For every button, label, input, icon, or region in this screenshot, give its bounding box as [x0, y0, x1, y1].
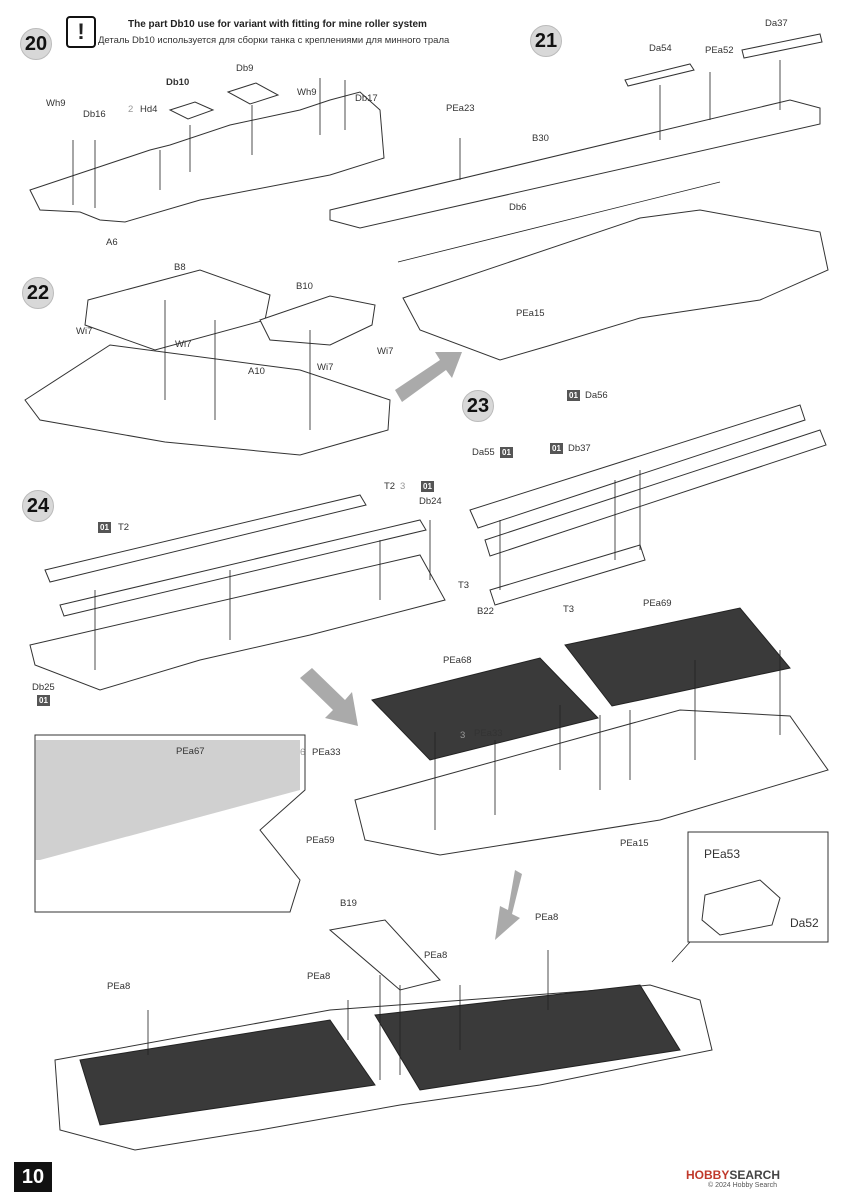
label-db25: Db25 — [32, 682, 55, 693]
tag-01-da55: 01 — [500, 447, 513, 458]
watermark-red: HOBBY — [686, 1168, 730, 1182]
label-pea68: PEa68 — [443, 655, 472, 666]
note-english: The part Db10 use for variant with fitti… — [128, 19, 427, 30]
watermark: HOBBYSEARCH — [686, 1168, 780, 1182]
label-da56: Da56 — [585, 390, 608, 401]
label-hd4: Hd4 — [140, 104, 158, 115]
step-number-24: 24 — [22, 490, 54, 522]
arrow-down-2 — [495, 870, 522, 940]
label-pea59: PEa59 — [306, 835, 335, 846]
copyright: © 2024 Hobby Search — [708, 1182, 777, 1189]
label-db24: Db24 — [419, 496, 442, 507]
label-da52: Da52 — [790, 916, 819, 930]
label-qty3: 3 — [460, 730, 466, 741]
tag-01-db25: 01 — [37, 695, 50, 706]
step23-parts — [469, 404, 827, 606]
mesh-pea69 — [564, 607, 791, 707]
label-wh9: Wh9 — [46, 98, 66, 109]
label-pea8-a: PEa8 — [535, 912, 559, 923]
label-wi7-d: Wi7 — [317, 362, 334, 373]
detail-inset — [34, 734, 306, 913]
label-pea52: PEa52 — [705, 45, 734, 56]
label-pea53: PEa53 — [704, 847, 741, 861]
label-da37: Da37 — [765, 18, 788, 29]
label-db37: Db37 — [568, 443, 591, 454]
label-pea67: PEa67 — [176, 746, 205, 757]
label-pea8-d: PEa8 — [107, 981, 131, 992]
tag-01-db37: 01 — [550, 443, 563, 454]
label-a6: A6 — [106, 237, 118, 248]
label-t3-a: T3 — [458, 580, 470, 591]
label-t2-qty: 3 — [400, 481, 406, 492]
label-db17: Db17 — [355, 93, 378, 104]
tag-01-da56: 01 — [567, 390, 580, 401]
label-t3-b: T3 — [563, 604, 575, 615]
label-b30: B30 — [532, 133, 549, 144]
label-wh9-b: Wh9 — [297, 87, 317, 98]
label-t2-top: T2 — [384, 481, 396, 492]
step21-parts — [329, 33, 829, 361]
label-b19: B19 — [340, 898, 357, 909]
tag-01-t2: 01 — [98, 522, 111, 533]
label-pea8-b: PEa8 — [424, 950, 448, 961]
label-wi7-b: Wi7 — [175, 339, 192, 350]
label-pea8-c: PEa8 — [307, 971, 331, 982]
label-da55: Da55 — [472, 447, 495, 458]
label-db9: Db9 — [236, 63, 254, 74]
label-pea15: PEa15 — [516, 308, 545, 319]
step24-parts — [29, 494, 446, 691]
label-db10: Db10 — [166, 77, 190, 88]
step20-plate — [29, 78, 385, 223]
label-pea33-a: PEa33 — [312, 747, 341, 758]
page-number: 10 — [14, 1162, 52, 1192]
step-number-20: 20 — [20, 28, 52, 60]
watermark-dark: SEARCH — [729, 1168, 781, 1182]
label-a10: A10 — [248, 366, 265, 377]
mesh-lower-right — [374, 984, 681, 1091]
tag-01-t2-top: 01 — [421, 481, 434, 492]
mesh-lower-left — [79, 1019, 376, 1126]
label-pea23: PEa23 — [446, 103, 475, 114]
label-qty: 2 — [128, 104, 134, 115]
engine-deck-upper — [354, 709, 829, 856]
step-number-21: 21 — [530, 25, 562, 57]
label-wi7-a: Wi7 — [76, 326, 93, 337]
step-number-23: 23 — [462, 390, 494, 422]
label-qty6: 6 — [300, 747, 306, 758]
arrow-down-1 — [300, 668, 358, 726]
label-wi7-c: Wi7 — [377, 346, 394, 357]
step-number-22: 22 — [22, 277, 54, 309]
label-pea15-lower: PEa15 — [620, 838, 649, 849]
label-b10: B10 — [296, 281, 313, 292]
mesh-pea68 — [371, 657, 599, 761]
label-da54: Da54 — [649, 43, 672, 54]
warning-icon: ! — [66, 16, 96, 48]
label-pea69: PEa69 — [643, 598, 672, 609]
label-b22: B22 — [477, 606, 494, 617]
label-t2: T2 — [118, 522, 130, 533]
note-russian: Деталь Db10 используется для сборки танк… — [98, 35, 450, 46]
label-db6: Db6 — [509, 202, 527, 213]
label-pea33-b: PEa33 — [474, 728, 503, 739]
label-b8: B8 — [174, 262, 186, 273]
part-b19 — [328, 919, 441, 991]
label-db16: Db16 — [83, 109, 106, 120]
step22-parts — [24, 269, 462, 456]
